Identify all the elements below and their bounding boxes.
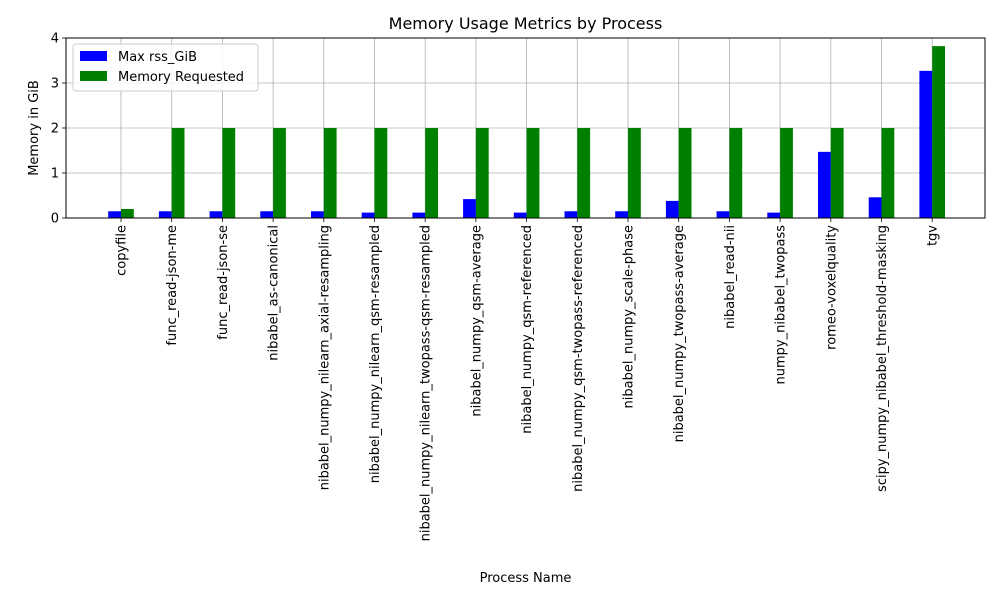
bar-memory-requested <box>780 128 793 218</box>
y-axis: 0 1 2 3 4 <box>51 32 66 227</box>
bar-max-rss <box>463 199 476 218</box>
x-tick-label: nibabel_numpy_nilearn_twopass-qsm-resamp… <box>419 225 434 541</box>
bar-memory-requested <box>222 128 236 218</box>
x-tick-label: scipy_numpy_nibabel_threshold-masking <box>875 225 890 492</box>
bar-memory-requested <box>932 46 945 218</box>
x-tick-label: copyfile <box>115 225 130 276</box>
y-tick-label: 3 <box>51 77 59 92</box>
bar-memory-requested <box>374 128 388 218</box>
x-axis-label: Process Name <box>480 571 572 586</box>
bar-max-rss <box>716 211 730 218</box>
x-tick-label: nibabel_read-nii <box>723 225 738 329</box>
x-tick-label: nibabel_numpy_qsm-twopass-referenced <box>571 225 586 492</box>
legend: Max rss_GiB Memory Requested <box>72 43 259 92</box>
y-tick-label: 2 <box>51 122 59 137</box>
x-tick-label: func_read-json-se <box>216 225 231 340</box>
x-tick-label: nibabel_numpy_nilearn_axial-resampling <box>317 225 332 490</box>
bar-max-rss <box>108 211 121 218</box>
bar-memory-requested <box>171 128 185 218</box>
chart-title: Memory Usage Metrics by Process <box>389 14 663 33</box>
bar-memory-requested <box>526 128 540 218</box>
bar-memory-requested <box>729 128 743 218</box>
y-tick-label: 0 <box>51 212 59 227</box>
bar-memory-requested <box>678 128 692 218</box>
x-tick-label: nibabel_numpy_twopass-average <box>672 225 687 442</box>
bar-memory-requested <box>830 128 844 218</box>
bar-max-rss <box>311 211 324 218</box>
bar-max-rss <box>209 211 223 218</box>
x-tick-label: tgv <box>926 225 941 246</box>
x-tick-label: nibabel_numpy_qsm-referenced <box>520 225 535 434</box>
x-tick-label: nibabel_numpy_qsm-average <box>469 225 484 417</box>
legend-label: Memory Requested <box>118 70 244 85</box>
bar-memory-requested <box>323 128 337 218</box>
x-tick-label: func_read-json-me <box>165 225 180 346</box>
bar-max-rss <box>361 212 375 218</box>
legend-box <box>72 43 259 92</box>
x-tick-label: romeo-voxelquality <box>824 225 839 350</box>
x-tick-label: nibabel_numpy_nilearn_qsm-resampled <box>368 225 383 483</box>
bar-memory-requested <box>121 209 134 218</box>
bar-max-rss <box>615 211 628 218</box>
bar-max-rss <box>665 200 679 218</box>
bar-memory-requested <box>881 128 895 218</box>
legend-swatch <box>80 51 107 61</box>
x-tick-label: numpy_nibabel_twopass <box>774 225 789 385</box>
bar-memory-requested <box>475 128 489 218</box>
bar-max-rss <box>260 211 274 218</box>
x-tick-label: nibabel_as-canonical <box>267 225 282 361</box>
bar-memory-requested <box>577 128 591 218</box>
y-tick-label: 4 <box>51 32 59 47</box>
bar-max-rss <box>564 211 578 218</box>
bar-max-rss <box>767 212 781 218</box>
bar-memory-requested <box>273 128 286 218</box>
bar-memory-requested <box>425 128 438 218</box>
x-tick-label: nibabel_numpy_scale-phase <box>622 225 637 408</box>
y-tick-label: 1 <box>51 167 59 182</box>
legend-swatch <box>80 71 107 81</box>
bars <box>108 46 945 218</box>
bar-max-rss <box>412 212 426 218</box>
x-axis: copyfile func_read-json-me func_read-json-… <box>115 218 941 541</box>
bar-max-rss <box>919 70 933 218</box>
bar-max-rss <box>513 212 527 218</box>
bar-max-rss <box>158 211 172 218</box>
y-axis-label: Memory in GiB <box>27 80 42 176</box>
bar-max-rss <box>868 197 882 218</box>
bar-memory-requested <box>628 128 641 218</box>
bar-max-rss <box>818 151 831 218</box>
legend-label: Max rss_GiB <box>118 50 197 65</box>
